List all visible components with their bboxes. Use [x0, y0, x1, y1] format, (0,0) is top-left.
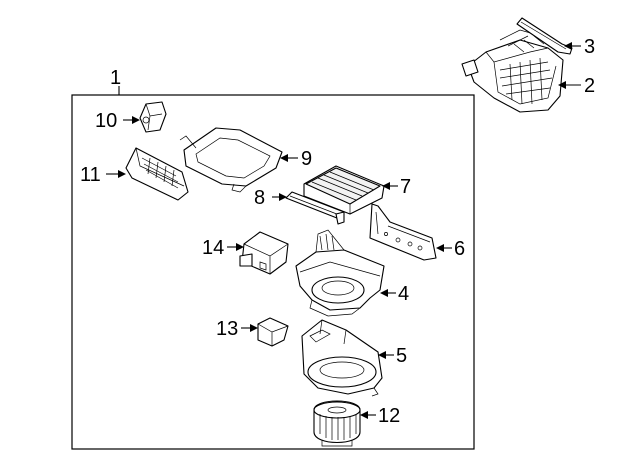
callout-4: 4: [398, 283, 409, 305]
callout-5-arrow: [378, 351, 386, 359]
callout-10-arrow: [132, 116, 140, 124]
part-4-upper-blower-case: [295, 229, 385, 317]
part-11-inlet-duct: [125, 147, 189, 201]
callout-12: 12: [378, 405, 400, 427]
callout-8: 8: [254, 187, 265, 209]
callout-10: 10: [95, 110, 117, 132]
callout-9: 9: [301, 148, 312, 170]
callout-6-arrow: [436, 244, 444, 252]
callout-11-arrow: [118, 170, 126, 178]
callout-7: 7: [400, 176, 411, 198]
callout-13: 13: [216, 318, 238, 340]
callout-5: 5: [396, 345, 407, 367]
part-8-seal-strip: [285, 191, 345, 225]
callout-2-arrow: [558, 81, 566, 89]
callout-2: 2: [584, 75, 595, 97]
part-7-cabin-filter: [303, 165, 385, 215]
callout-12-arrow: [360, 411, 368, 419]
callout-3-arrow: [564, 42, 572, 50]
callout-6: 6: [454, 238, 465, 260]
part-13-resistor: [257, 317, 289, 347]
callout-3: 3: [584, 36, 595, 58]
part-6-side-bracket: [369, 203, 437, 261]
part-9-filter-cover: [179, 127, 283, 193]
callout-9-arrow: [280, 154, 288, 162]
part-12-blower-motor: [313, 400, 361, 447]
assembly-frame: [71, 94, 475, 450]
part-2-housing: [461, 29, 564, 113]
part-10-sensor: [139, 101, 167, 133]
part-5-lower-blower-case: [301, 319, 383, 397]
callout-13-arrow: [250, 324, 258, 332]
callout-4-arrow: [380, 289, 388, 297]
part-14-control-module: [239, 231, 289, 275]
callout-14-arrow: [236, 243, 244, 251]
callout-7-arrow: [382, 182, 390, 190]
callout-8-arrow: [279, 193, 287, 201]
callout-14: 14: [202, 237, 224, 259]
callout-11: 11: [80, 164, 101, 186]
callout-1: 1: [110, 67, 121, 89]
